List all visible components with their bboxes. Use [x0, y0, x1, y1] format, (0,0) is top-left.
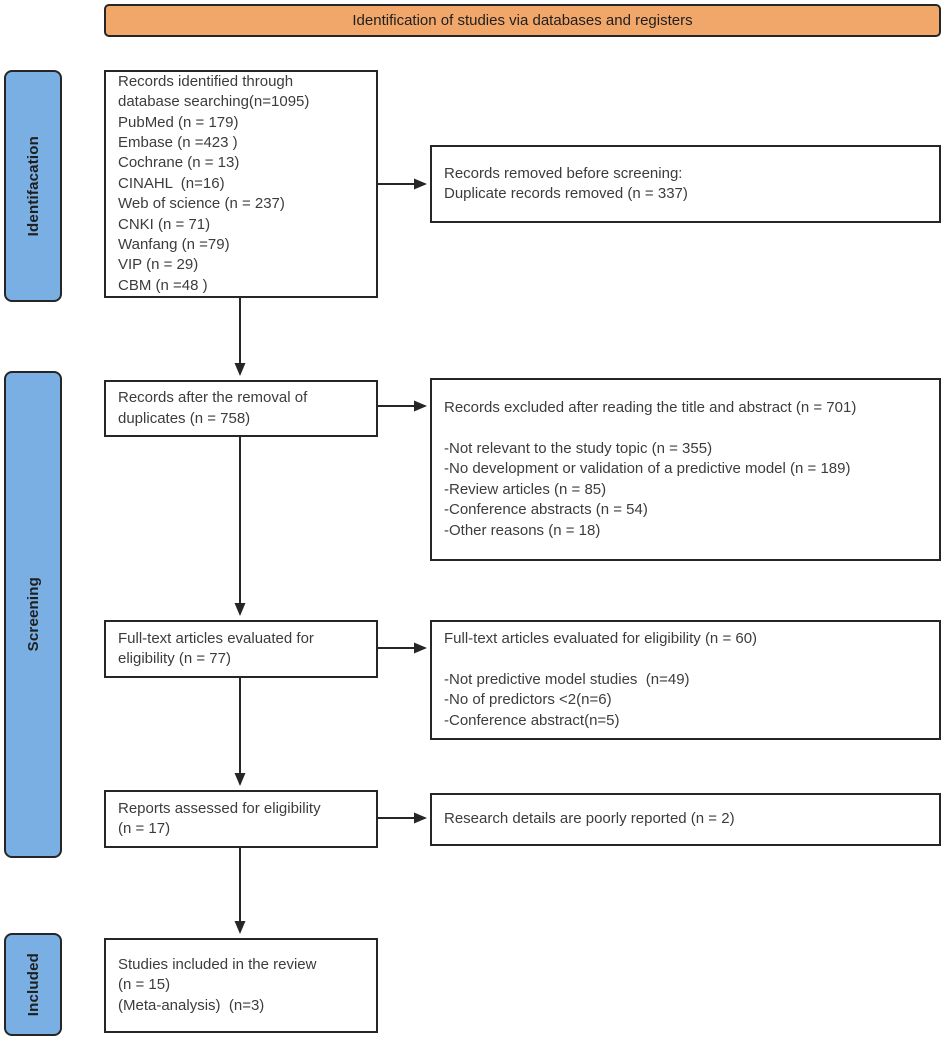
box-text-line: -No of predictors <2(n=6)	[444, 691, 612, 709]
banner-title: Identification of studies via databases …	[104, 4, 941, 37]
box-text-line: -Conference abstracts (n = 54)	[444, 501, 648, 519]
box-text-line: Cochrane (n = 13)	[118, 154, 240, 172]
box-records-excluded: Records excluded after reading the title…	[430, 378, 941, 561]
box-text-line: Records removed before screening:	[444, 164, 683, 182]
stage-label-included: Included	[4, 933, 62, 1036]
box-text-line: CBM (n =48 )	[118, 276, 208, 294]
box-reports-assessed: Reports assessed for eligibility (n = 17)	[104, 790, 378, 848]
box-text-line: Web of science (n = 237)	[118, 195, 285, 213]
box-poorly-reported: Research details are poorly reported (n …	[430, 793, 941, 846]
stage-label-included-text: Included	[24, 952, 42, 1017]
box-text-line: PubMed (n = 179)	[118, 113, 239, 131]
box-text-line: CNKI (n = 71)	[118, 215, 211, 233]
box-text-line: duplicates (n = 758)	[118, 409, 251, 427]
stage-label-identification-text: Identifacation	[24, 135, 42, 237]
box-text-line: -Conference abstract(n=5)	[444, 711, 620, 729]
stage-label-identification: Identifacation	[4, 70, 62, 302]
box-text-line: eligibility (n = 77)	[118, 650, 231, 667]
box-text-line: CINAHL (n=16)	[118, 174, 225, 192]
box-text-line: -Review articles (n = 85)	[444, 480, 607, 498]
box-text-line: Embase (n =423 )	[118, 133, 238, 151]
box-text-line: VIP (n = 29)	[118, 256, 199, 274]
box-text-line: Records identified through	[118, 72, 294, 90]
box-text-line: (n = 17)	[118, 820, 171, 837]
box-text-line: Reports assessed for eligibility	[118, 799, 321, 817]
box-text-line: Research details are poorly reported (n …	[444, 810, 735, 828]
box-records-identified: Records identified through database searc…	[104, 70, 378, 298]
box-text-line	[444, 649, 927, 669]
box-text-line: Full-text articles evaluated for eligibi…	[444, 629, 758, 647]
box-text-line: -Not relevant to the study topic (n = 35…	[444, 439, 713, 457]
box-text-line: -No development or validation of a predi…	[444, 460, 851, 478]
box-text-line	[444, 418, 927, 438]
box-text-line: (n = 15)	[118, 976, 171, 994]
box-text-line: -Other reasons (n = 18)	[444, 521, 601, 539]
box-fulltext-excluded: Full-text articles evaluated for eligibi…	[430, 620, 941, 740]
stage-label-screening: Screening	[4, 371, 62, 858]
box-text-line: Full-text articles evaluated for	[118, 629, 314, 647]
box-text-line: database searching(n=1095)	[118, 93, 310, 111]
box-studies-included: Studies included in the review (n = 15) (M…	[104, 938, 378, 1033]
box-text-line: (Meta-analysis) (n=3)	[118, 996, 265, 1014]
box-text-line: Duplicate records removed (n = 337)	[444, 185, 688, 202]
box-fulltext-evaluated: Full-text articles evaluated for eligibil…	[104, 620, 378, 678]
box-text-line: Studies included in the review	[118, 955, 317, 973]
stage-label-screening-text: Screening	[24, 577, 42, 652]
box-text-line: Records after the removal of	[118, 389, 308, 407]
box-text-line: Records excluded after reading the title…	[444, 399, 857, 417]
box-text-line: -Not predictive model studies (n=49)	[444, 670, 690, 688]
box-records-after-duplicates: Records after the removal of duplicates (…	[104, 380, 378, 437]
box-text-line: Wanfang (n =79)	[118, 236, 230, 254]
box-records-removed: Records removed before screening: Duplica…	[430, 145, 941, 223]
